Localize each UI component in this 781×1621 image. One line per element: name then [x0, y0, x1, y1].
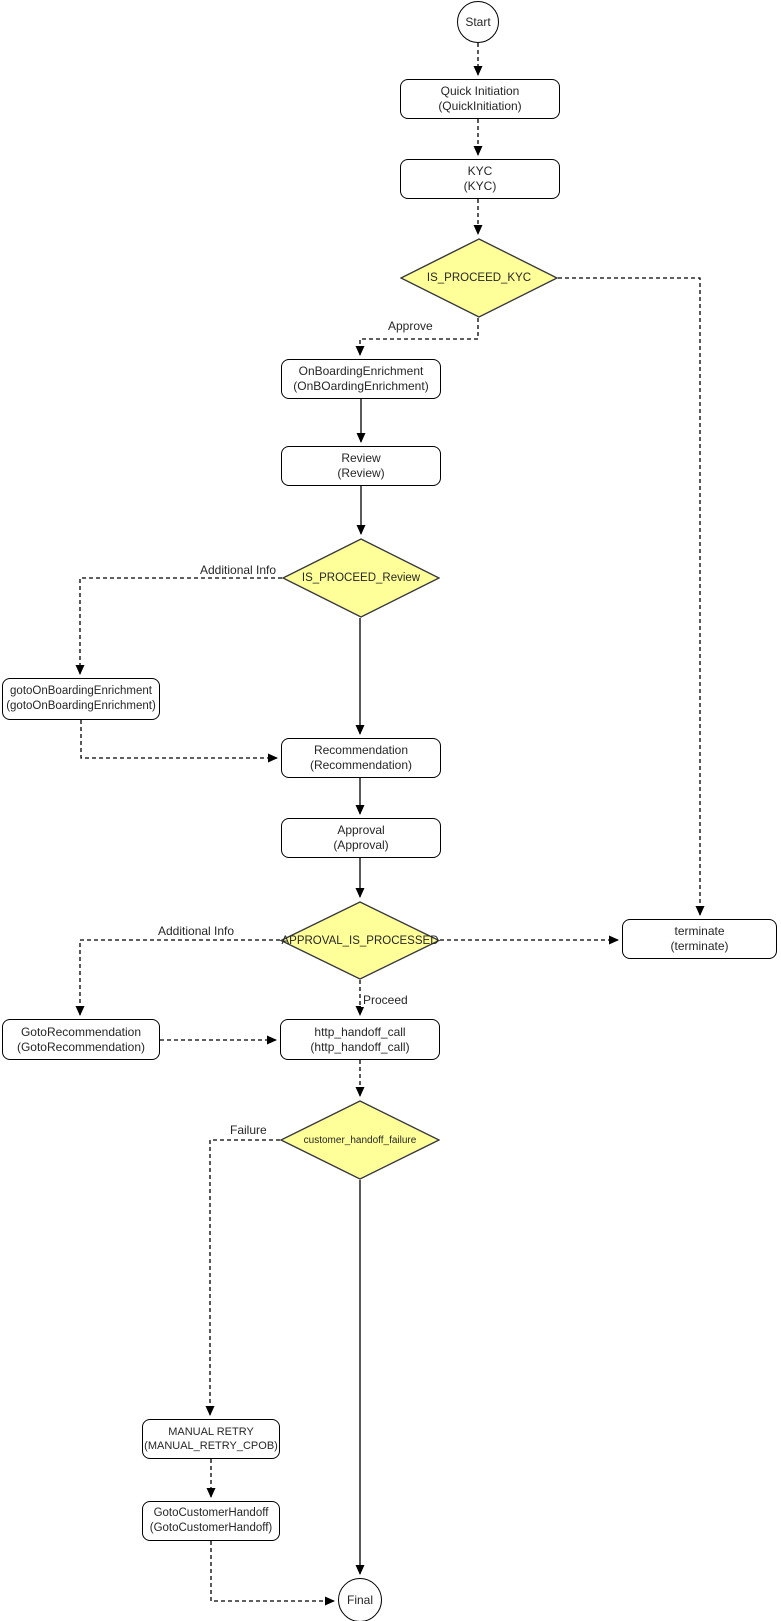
goto-onboarding-enrichment-title: gotoOnBoardingEnrichment: [10, 685, 152, 697]
manual-retry-ref: (MANUAL_RETRY_CPOB): [144, 1440, 278, 1452]
quick-initiation-node: Quick Initiation (QuickInitiation): [400, 79, 560, 119]
edge-approve-to-onboarding-enrichment: [355, 318, 479, 356]
goto-customer-handoff-ref: (GotoCustomerHandoff): [149, 1522, 273, 1534]
decision-diamond-shape: [280, 901, 440, 980]
goto-onboarding-enrichment-node: gotoOnBoardingEnrichment (gotoOnBoarding…: [2, 678, 160, 720]
edge-is-proceed-kyc-to-terminate: [558, 277, 705, 916]
recommendation-node: Recommendation (Recommendation): [281, 738, 441, 778]
kyc-node: KYC (KYC): [400, 159, 560, 199]
terminate-ref: (terminate): [670, 939, 729, 953]
edge-label-proceed: Proceed: [361, 993, 410, 1007]
customer-handoff-failure-label: customer_handoff_failure: [303, 1134, 417, 1146]
goto-recommendation-ref: (GotoRecommendation): [16, 1039, 146, 1054]
is-proceed-kyc-decision: IS_PROCEED_KYC: [400, 238, 558, 318]
manual-retry-title: MANUAL RETRY: [168, 1426, 254, 1438]
decision-diamond-shape: [400, 238, 558, 318]
goto-recommendation-title: GotoRecommendation: [20, 1024, 142, 1039]
goto-recommendation-node: GotoRecommendation (GotoRecommendation): [2, 1019, 160, 1060]
approval-is-processed-decision: APPROVAL_IS_PROCESSED: [280, 901, 440, 980]
final-label: Final: [346, 1593, 373, 1607]
edge-goto-customer-handoff-to-final: [210, 1541, 335, 1606]
http-handoff-call-title: http_handoff_call: [314, 1024, 406, 1039]
goto-customer-handoff-title: GotoCustomerHandoff: [153, 1507, 269, 1519]
goto-customer-handoff-node: GotoCustomerHandoff (GotoCustomerHandoff…: [142, 1501, 280, 1541]
approval-title: Approval: [337, 823, 385, 837]
edge-label-approve: Approve: [386, 319, 435, 333]
http-handoff-call-node: http_handoff_call (http_handoff_call): [280, 1019, 440, 1060]
recommendation-ref: (Recommendation): [309, 758, 413, 772]
review-node: Review (Review): [281, 446, 441, 486]
goto-onboarding-enrichment-ref: (gotoOnBoardingEnrichment): [6, 700, 156, 712]
edge-label-failure: Failure: [228, 1123, 269, 1137]
onboarding-enrichment-node: OnBoardingEnrichment (OnBOardingEnrichme…: [281, 359, 441, 399]
decision-diamond-shape: [282, 538, 440, 618]
edge-additional-info-to-goto-recommendation: [75, 939, 280, 1016]
terminate-node: terminate (terminate): [622, 919, 777, 959]
quick-initiation-ref: (QuickInitiation): [438, 99, 522, 113]
start-label: Start: [465, 15, 491, 29]
start-node: Start: [457, 1, 499, 43]
recommendation-title: Recommendation: [313, 743, 409, 757]
kyc-ref: (KYC): [463, 179, 497, 193]
approval-node: Approval (Approval): [281, 818, 441, 858]
quick-initiation-title: Quick Initiation: [440, 84, 520, 98]
review-title: Review: [341, 451, 381, 465]
decision-diamond-shape: [280, 1100, 440, 1180]
edge-goto-onboarding-to-recommendation: [80, 720, 278, 763]
approval-is-processed-label: APPROVAL_IS_PROCESSED: [281, 934, 439, 947]
approval-ref: (Approval): [333, 838, 389, 852]
edge-label-additional-info-approval: Additional Info: [156, 924, 237, 938]
is-proceed-review-label: IS_PROCEED_Review: [301, 572, 421, 584]
kyc-title: KYC: [467, 164, 493, 178]
final-node: Final: [338, 1578, 382, 1621]
terminate-title: terminate: [674, 924, 725, 938]
onboarding-enrichment-ref: (OnBOardingEnrichment): [293, 379, 429, 393]
is-proceed-kyc-label: IS_PROCEED_KYC: [426, 272, 532, 284]
manual-retry-node: MANUAL RETRY (MANUAL_RETRY_CPOB): [142, 1419, 280, 1459]
http-handoff-call-ref: (http_handoff_call): [310, 1039, 410, 1054]
edge-label-additional-info-review: Additional Info: [198, 563, 279, 577]
edge-failure-to-manual-retry: [205, 1139, 280, 1416]
is-proceed-review-decision: IS_PROCEED_Review: [282, 538, 440, 618]
onboarding-enrichment-title: OnBoardingEnrichment: [298, 364, 424, 378]
edge-additional-info-to-goto-onboarding: [75, 577, 282, 675]
customer-handoff-failure-decision: customer_handoff_failure: [280, 1100, 440, 1180]
review-ref: (Review): [337, 466, 385, 480]
